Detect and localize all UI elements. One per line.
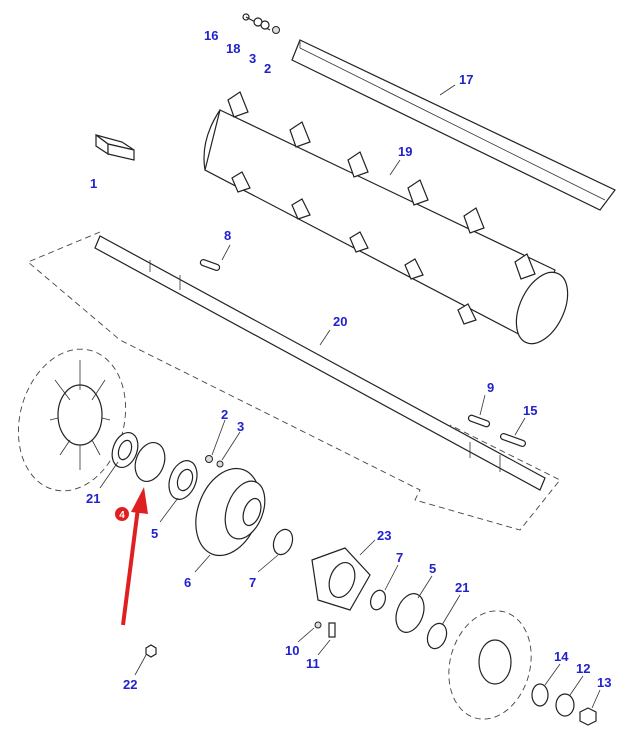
part-12-washer (555, 693, 575, 717)
part-17-strip (291, 39, 616, 211)
callout-3b: 3 (237, 419, 244, 434)
callout-8: 8 (224, 228, 231, 243)
part-11-bolt (328, 622, 336, 638)
callout-11: 11 (306, 656, 320, 671)
callout-21b: 21 (455, 580, 469, 595)
callout-3: 3 (249, 51, 256, 66)
part-5-bearing-right (395, 593, 425, 633)
part-15-pin (500, 432, 526, 448)
part-21-seal-right (426, 622, 448, 650)
top-hardware (242, 13, 280, 34)
callout-5: 5 (151, 526, 158, 541)
callout-6: 6 (184, 575, 191, 590)
right-sprocket-wheel (448, 610, 532, 720)
callout-13: 13 (597, 675, 611, 690)
callout-7b: 7 (396, 550, 403, 565)
part-21-seal (111, 431, 139, 469)
callout-2: 2 (264, 61, 271, 76)
part-7-bushing (272, 528, 294, 556)
callout-21: 21 (86, 491, 100, 506)
part-19-drum (203, 91, 569, 345)
part-2-nut (205, 455, 213, 463)
part-7-bushing-right (369, 589, 387, 611)
callout-17: 17 (459, 72, 473, 87)
leader-lines (99, 84, 601, 709)
callout-15: 15 (523, 403, 537, 418)
part-3-washer (216, 460, 224, 468)
part-9-pin (467, 414, 491, 428)
highlight-badge-label: 4 (119, 510, 125, 521)
callout-18: 18 (226, 41, 240, 56)
left-sprocket-wheel (17, 348, 127, 492)
part-4-retaining-ring (134, 442, 166, 482)
part-6-hub (195, 467, 266, 557)
callout-12: 12 (576, 661, 590, 676)
callout-9: 9 (487, 380, 494, 395)
highlight-arrow (121, 487, 148, 626)
callout-7: 7 (249, 575, 256, 590)
callout-1: 1 (90, 176, 97, 191)
highlight-badge: 4 (115, 507, 129, 521)
part-23-bearing-housing (311, 547, 371, 611)
part-1-key (95, 133, 135, 161)
part-13-nut (579, 707, 597, 726)
part-10-washer (314, 621, 322, 629)
callout-10: 10 (285, 643, 299, 658)
part-14-washer (531, 683, 549, 707)
callout-2b: 2 (221, 407, 228, 422)
part-22-nut (145, 644, 157, 658)
callouts: 16 18 3 2 17 1 19 8 20 9 15 2 3 21 5 6 7… (86, 28, 611, 692)
part-20-shaft (94, 235, 546, 491)
callout-16: 16 (204, 28, 218, 43)
callout-23: 23 (377, 528, 391, 543)
part-8-pin (199, 259, 221, 271)
callout-19: 19 (398, 144, 412, 159)
callout-20: 20 (333, 314, 347, 329)
part-5-bearing (168, 460, 198, 500)
callout-14: 14 (554, 649, 569, 664)
callout-22: 22 (123, 677, 137, 692)
callout-5b: 5 (429, 561, 436, 576)
